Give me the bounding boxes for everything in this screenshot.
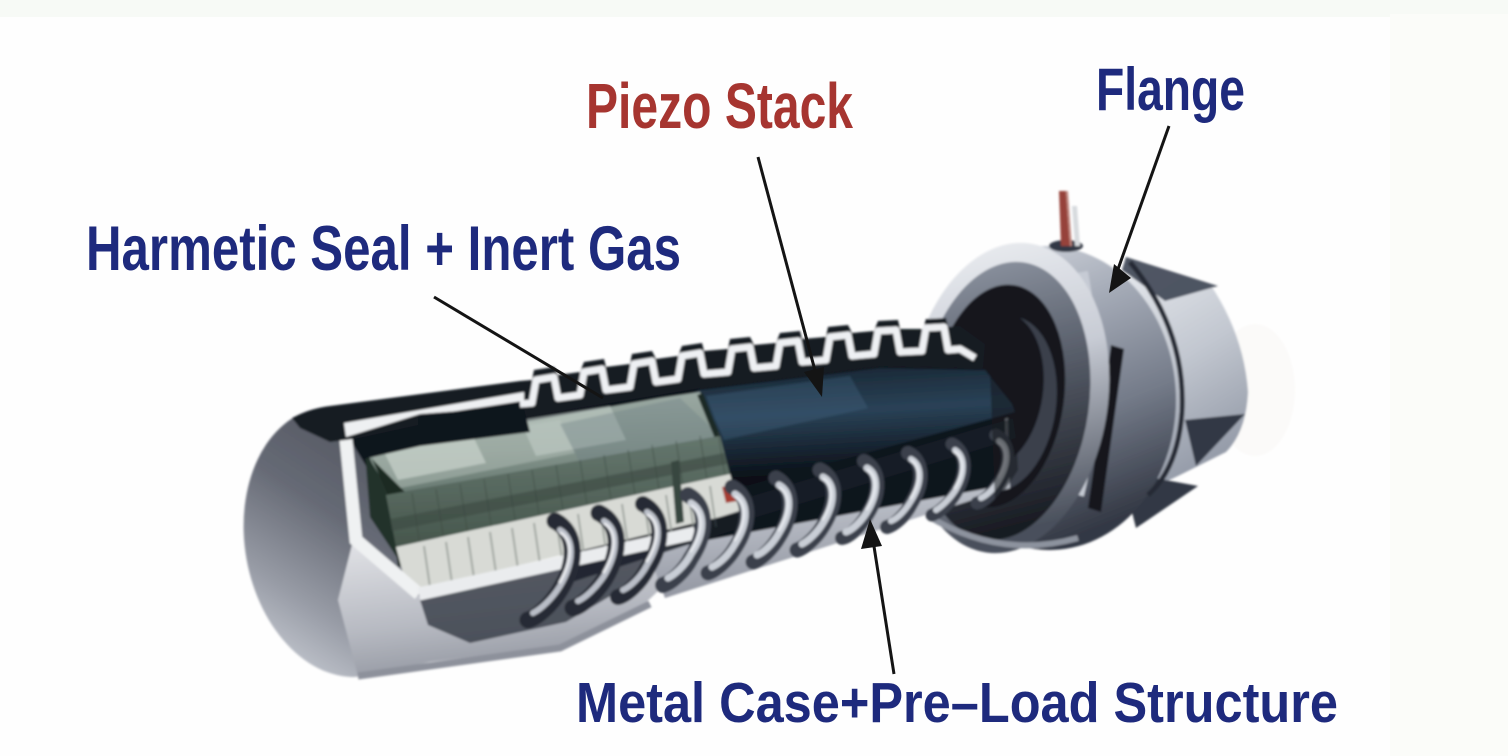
svg-text:Metal Case+Pre–Load Structure: Metal Case+Pre–Load Structure — [576, 671, 1338, 735]
svg-text:Piezo Stack: Piezo Stack — [586, 70, 853, 142]
svg-text:Flange: Flange — [1096, 56, 1245, 123]
svg-text:Harmetic Seal + Inert Gas: Harmetic Seal + Inert Gas — [86, 214, 681, 284]
